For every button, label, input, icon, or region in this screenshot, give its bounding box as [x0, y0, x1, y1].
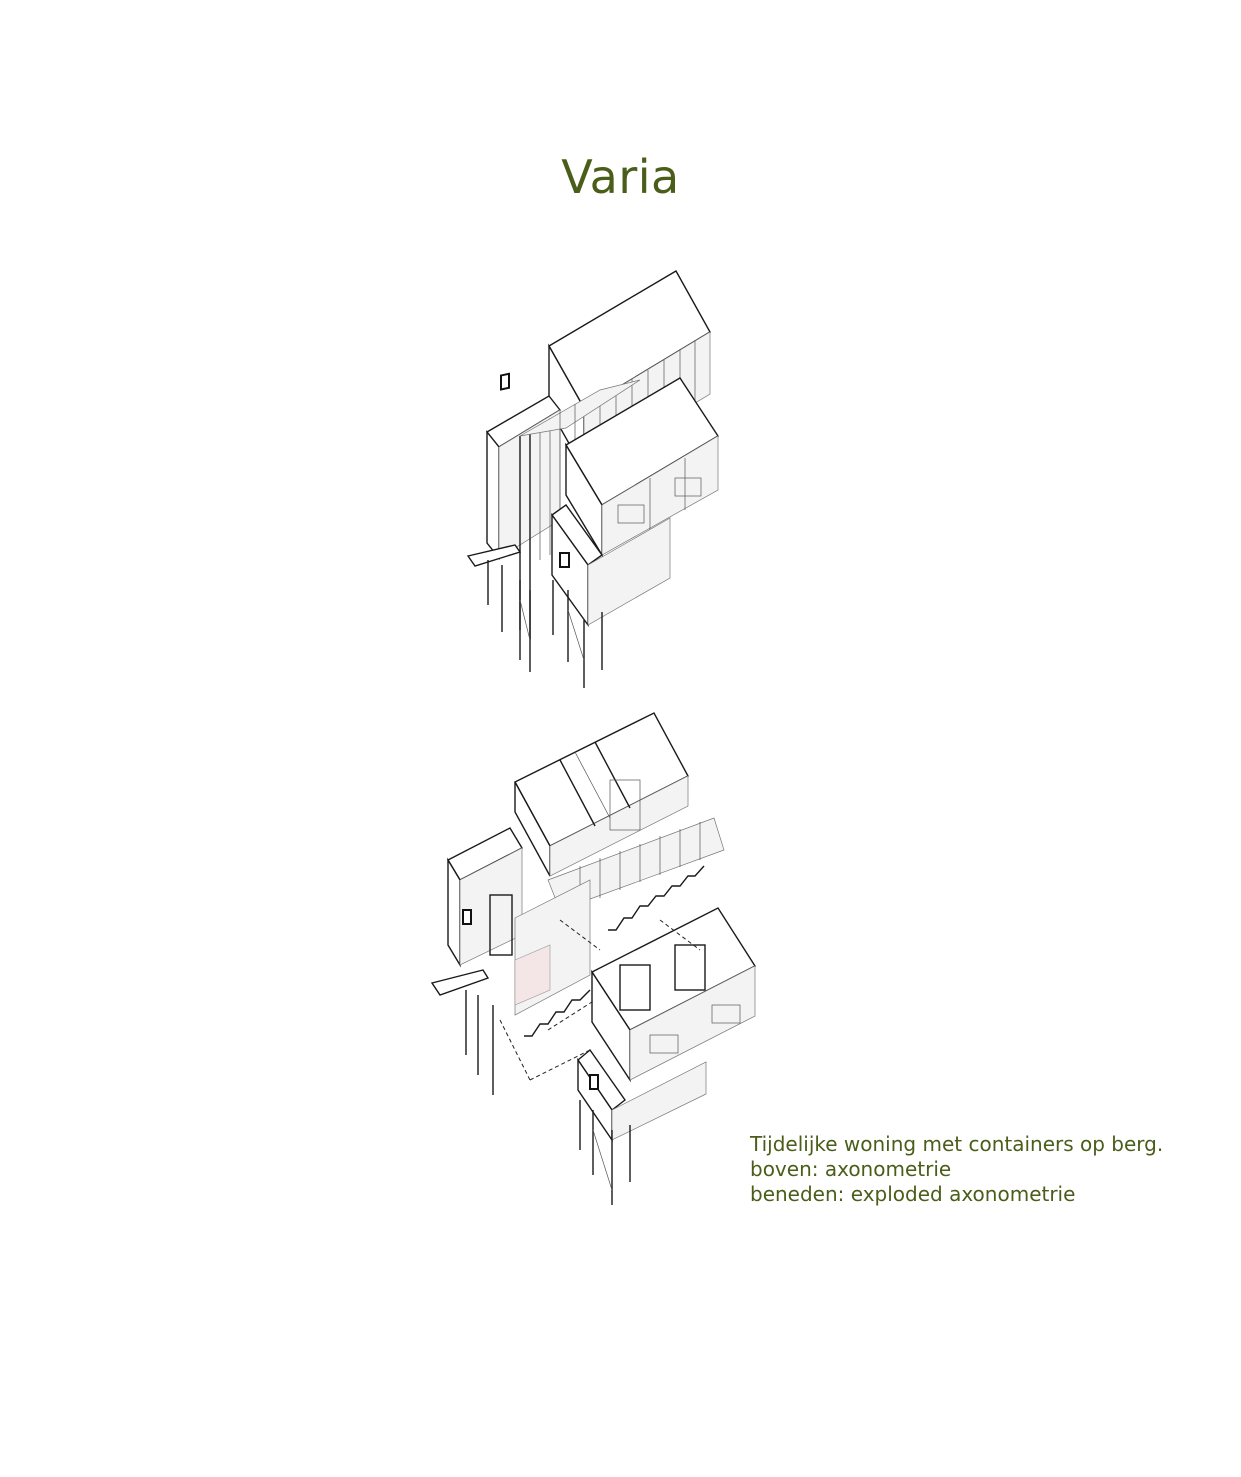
right-lower-container [551, 504, 671, 628]
drawing-caption: Tijdelijke woning met containers op berg… [750, 1132, 1230, 1207]
exploded-right-upper [590, 907, 757, 1083]
exploded-top-container [514, 712, 689, 877]
left-container [485, 372, 562, 640]
stilts-top [487, 560, 603, 688]
exploded-front-panel [514, 879, 591, 1037]
caption-line-3: beneden: exploded axonometrie [750, 1182, 1076, 1206]
axonometry-exploded [430, 712, 757, 1205]
page-title: Varia [561, 150, 680, 204]
right-upper-container [565, 377, 719, 558]
axonometry-assembled [466, 270, 719, 688]
exploded-bridge [430, 969, 490, 996]
caption-line-2: boven: axonometrie [750, 1157, 952, 1181]
exploded-left-container [447, 827, 523, 968]
caption-line-1: Tijdelijke woning met containers op berg… [750, 1132, 1164, 1156]
exploded-right-lower [577, 1048, 707, 1143]
stilts-bottom [465, 990, 631, 1205]
entrance-bridge [466, 544, 522, 567]
exploded-guide-lines [499, 919, 701, 1081]
